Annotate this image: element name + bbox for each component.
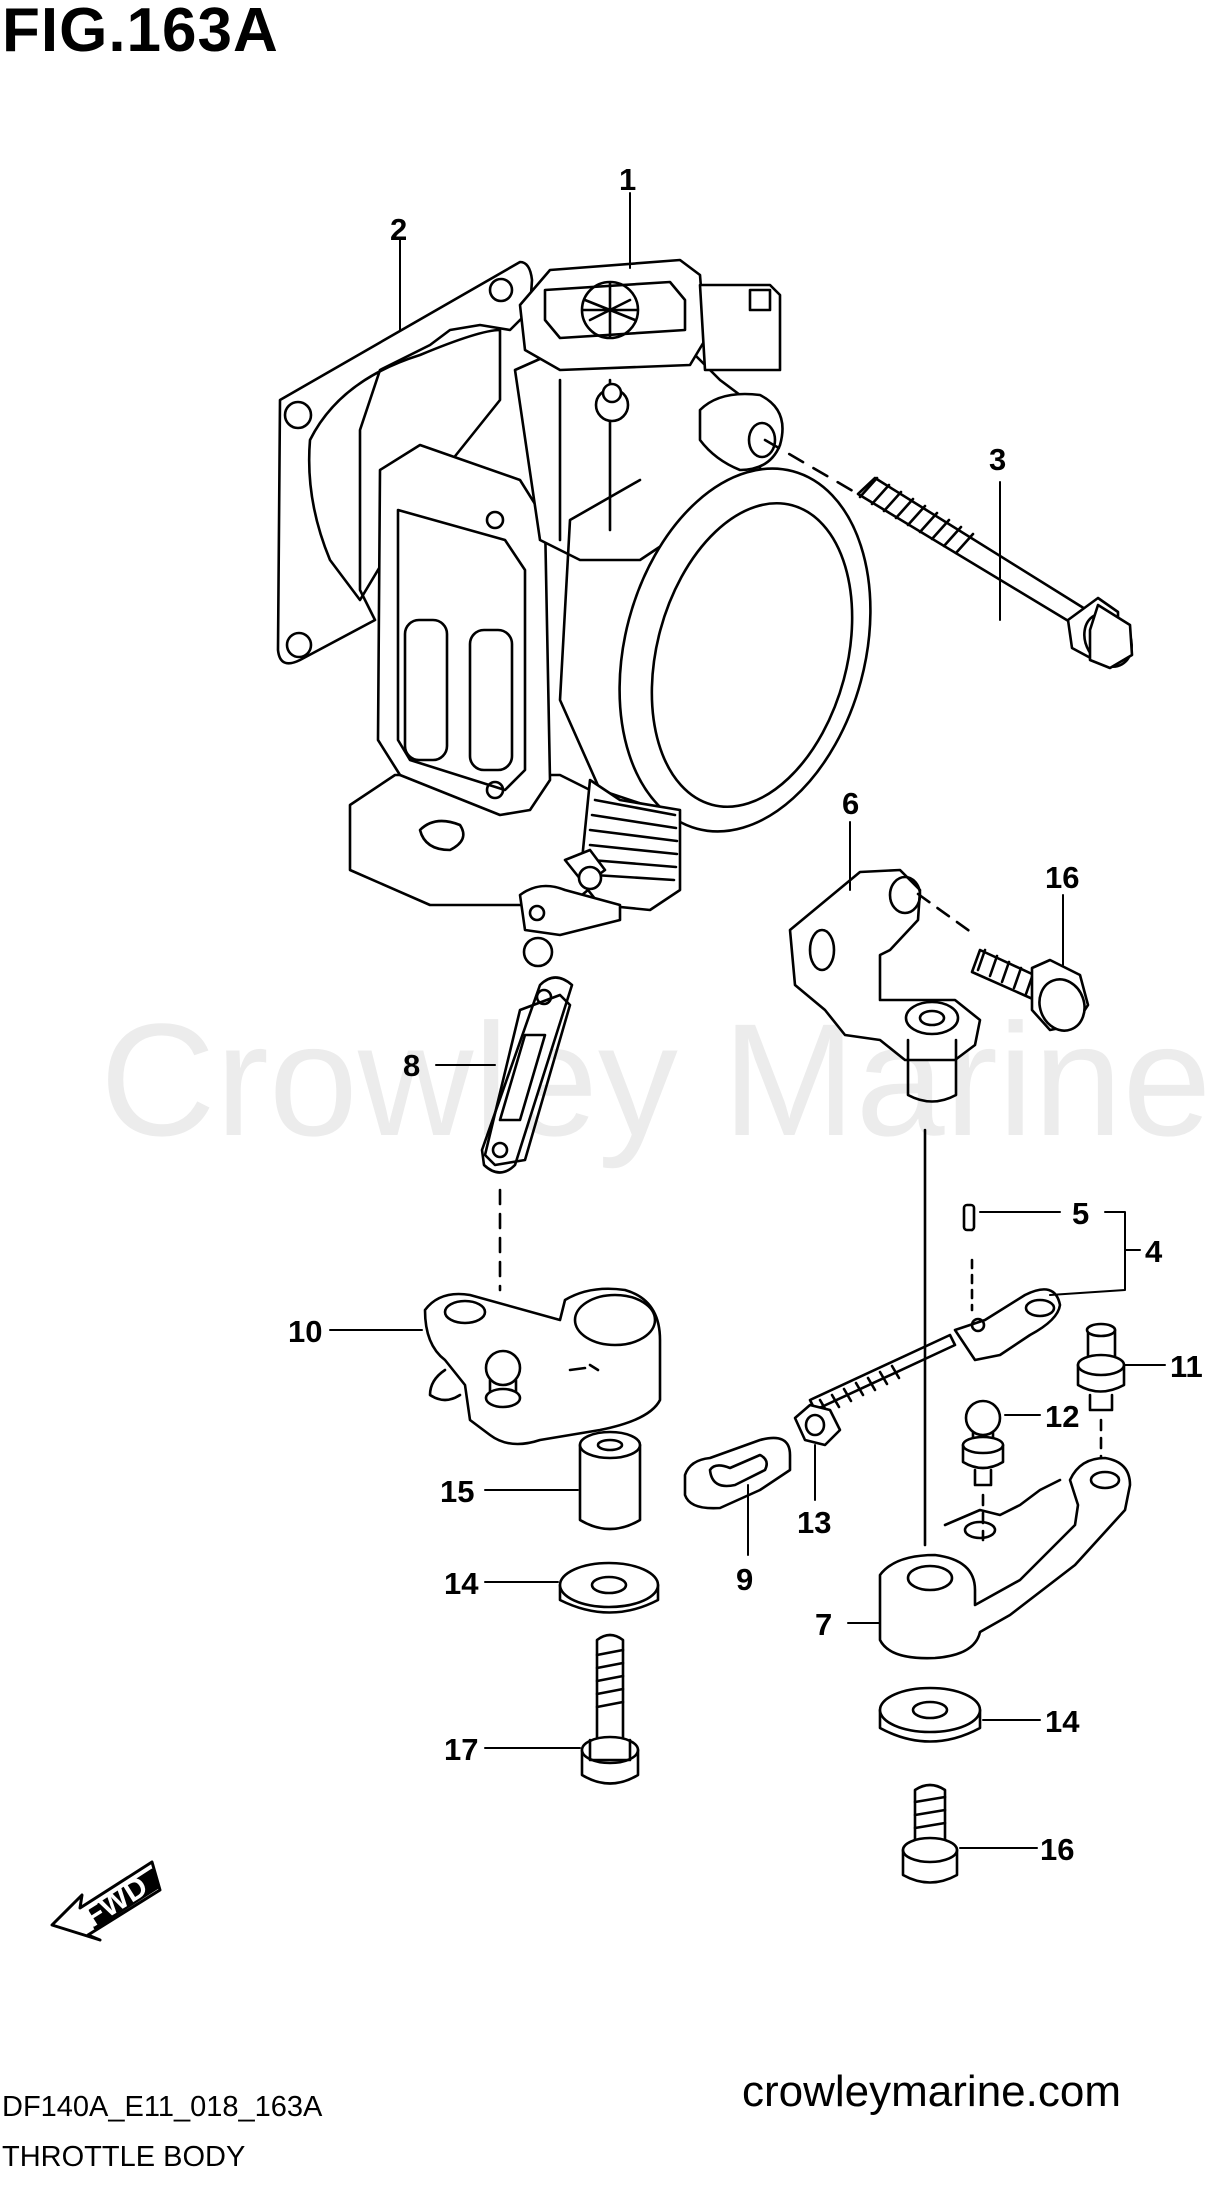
- washer-part-14-left: [558, 1561, 660, 1614]
- link-rod-part-8: [480, 976, 574, 1292]
- bracket-part-6: [788, 868, 982, 1103]
- diagram-code: DF140A_E11_018_163A: [2, 2091, 323, 2123]
- bolt-part-16-lower: [901, 1783, 959, 1884]
- callout-13: 13: [797, 1505, 831, 1540]
- pin-part-5: [962, 1203, 976, 1232]
- nut-part-13: [793, 1403, 842, 1447]
- washer-part-14-right: [878, 1686, 982, 1743]
- fwd-arrow-icon: [50, 1860, 162, 1942]
- callout-12: 12: [1045, 1399, 1079, 1434]
- rod-assembly-part-4: [808, 1203, 1062, 1414]
- callout-9: 9: [736, 1562, 753, 1597]
- diagram-caption: THROTTLE BODY: [2, 2141, 246, 2173]
- callout-1: 1: [619, 162, 636, 197]
- callout-7: 7: [815, 1607, 832, 1642]
- callout-11: 11: [1170, 1349, 1203, 1384]
- callout-4: 4: [1145, 1234, 1163, 1269]
- site-url: crowleymarine.com: [742, 2067, 1121, 2116]
- bolt-part-16-upper: [970, 948, 1090, 1032]
- spacer-part-15: [578, 1430, 642, 1531]
- lever-part-7: [878, 1128, 1132, 1660]
- throttle-body-part-1: [348, 258, 872, 968]
- bolt-part-17: [580, 1633, 640, 1785]
- long-bolt-part-3: [763, 438, 1134, 670]
- callout-15: 15: [440, 1474, 474, 1509]
- ball-joint-part-9: [683, 1436, 792, 1510]
- stud-part-11: [1076, 1322, 1126, 1472]
- callout-10: 10: [288, 1314, 322, 1349]
- watermark: Crowley Marine: [100, 990, 1212, 1169]
- callout-17: 17: [444, 1732, 478, 1767]
- callout-3: 3: [989, 442, 1006, 477]
- gasket-part-2: [276, 260, 534, 665]
- callout-8: 8: [403, 1048, 420, 1083]
- callout-5: 5: [1072, 1196, 1089, 1231]
- figure-title: FIG.163A: [2, 0, 279, 65]
- callout-6: 6: [842, 786, 859, 821]
- callout-16-upper: 16: [1045, 860, 1079, 895]
- callout-14-left: 14: [444, 1566, 479, 1601]
- callout-14-right: 14: [1045, 1704, 1080, 1739]
- callout-16-lower: 16: [1040, 1832, 1074, 1867]
- ball-stud-part-12: [961, 1399, 1005, 1542]
- callout-2: 2: [390, 212, 407, 247]
- throttle-lever-part-10: [423, 1287, 662, 1446]
